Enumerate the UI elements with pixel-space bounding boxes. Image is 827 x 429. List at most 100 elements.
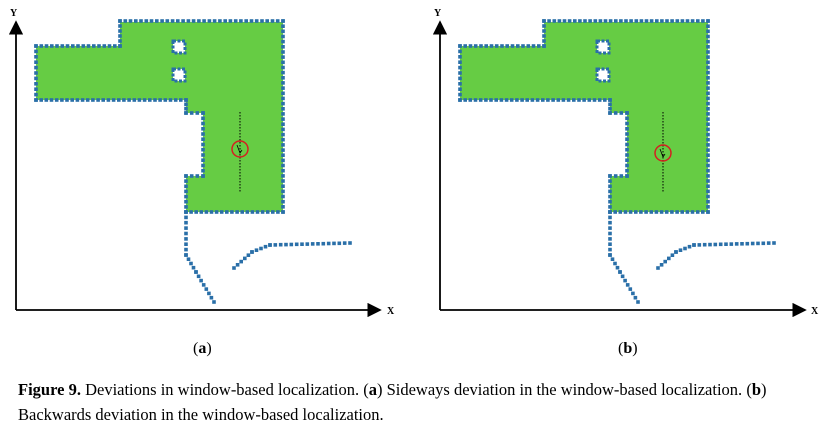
wall-point [772, 241, 776, 245]
wall-point [54, 98, 59, 102]
wall-point [202, 19, 206, 23]
wall-point [654, 210, 659, 214]
wall-point [484, 44, 488, 48]
wall-point [197, 19, 201, 23]
wall-point [566, 98, 571, 102]
wall-point [603, 19, 608, 23]
wall-point [537, 44, 541, 48]
wall-point [608, 184, 612, 189]
wall-point [629, 19, 633, 23]
wall-point [204, 287, 209, 291]
wall-point [706, 101, 710, 106]
wall-point [245, 210, 250, 214]
wall-point [615, 265, 620, 270]
wall-point [557, 19, 562, 23]
wall-point [649, 19, 654, 23]
wall-point [281, 184, 285, 188]
wall-point [619, 111, 624, 115]
wall-point [281, 117, 285, 121]
wall-point [644, 19, 649, 23]
wall-point [201, 132, 205, 136]
wall-point [468, 44, 473, 48]
wall-point [191, 265, 196, 270]
wall-point [246, 253, 251, 257]
wall-point [562, 19, 567, 23]
panel-a-label: (a) [193, 340, 212, 357]
wall-point [276, 210, 280, 214]
wall-point [118, 39, 122, 43]
wall-point [458, 87, 462, 91]
wall-point [659, 210, 664, 214]
wall-point [281, 199, 285, 204]
wall-point [281, 168, 285, 173]
wall-point [281, 122, 285, 126]
wall-point [281, 189, 285, 194]
wall-point [250, 250, 254, 254]
wall-point [184, 237, 188, 241]
wall-point [484, 98, 488, 102]
wall-point [260, 19, 264, 23]
wall-point [706, 76, 710, 80]
wall-point [706, 127, 710, 132]
wall-point [761, 241, 766, 246]
wall-point [201, 116, 205, 121]
wall-point [50, 44, 54, 48]
free-space-region [460, 22, 708, 212]
wall-point [281, 179, 285, 183]
wall-point [201, 153, 205, 157]
wall-point [70, 98, 74, 102]
wall-point [118, 24, 122, 28]
wall-point [233, 19, 238, 23]
wall-point [634, 19, 639, 23]
wall-point [618, 270, 622, 274]
wall-point [625, 158, 629, 162]
wall-point [281, 24, 285, 28]
wall-point [201, 142, 205, 147]
wall-point [660, 19, 664, 23]
wall-point [168, 98, 173, 102]
wall-point [212, 19, 217, 23]
wall-point [259, 246, 263, 251]
robot-icon [659, 148, 666, 158]
wall-point [494, 44, 499, 48]
wall-point [592, 98, 597, 102]
wall-point [232, 266, 236, 270]
wall-point [184, 98, 188, 102]
wall-point [706, 199, 710, 204]
wall-point [281, 34, 285, 39]
wall-point [628, 287, 633, 291]
wall-point [201, 174, 205, 178]
wall-point [766, 241, 771, 245]
wall-point [656, 266, 660, 270]
wall-point [34, 98, 38, 102]
wall-point [463, 44, 467, 48]
wall-point [706, 205, 710, 209]
wall-point [34, 92, 38, 97]
wall-point [608, 19, 613, 23]
wall-point [619, 19, 623, 23]
obstacle-square [595, 67, 611, 83]
wall-point [148, 98, 152, 102]
wall-point [191, 19, 196, 23]
wall-point [134, 19, 138, 23]
wall-point [85, 98, 90, 102]
wall-point [608, 179, 612, 183]
figure-caption: Figure 9. Deviations in window-based loc… [18, 380, 767, 424]
wall-point [535, 98, 540, 102]
wall-point [326, 241, 331, 246]
wall-point [750, 241, 755, 246]
wall-point [706, 65, 710, 70]
wall-point [281, 127, 285, 132]
wall-point [184, 242, 188, 246]
wall-point [561, 98, 566, 102]
wall-point [255, 210, 260, 214]
wall-point [633, 295, 638, 300]
wall-point [281, 163, 285, 168]
wall-point [189, 261, 193, 266]
wall-point [551, 98, 555, 102]
wall-point [608, 215, 612, 220]
wall-point [458, 76, 462, 81]
wall-point [189, 111, 194, 115]
wall-point [624, 19, 628, 23]
wall-point [644, 210, 648, 214]
